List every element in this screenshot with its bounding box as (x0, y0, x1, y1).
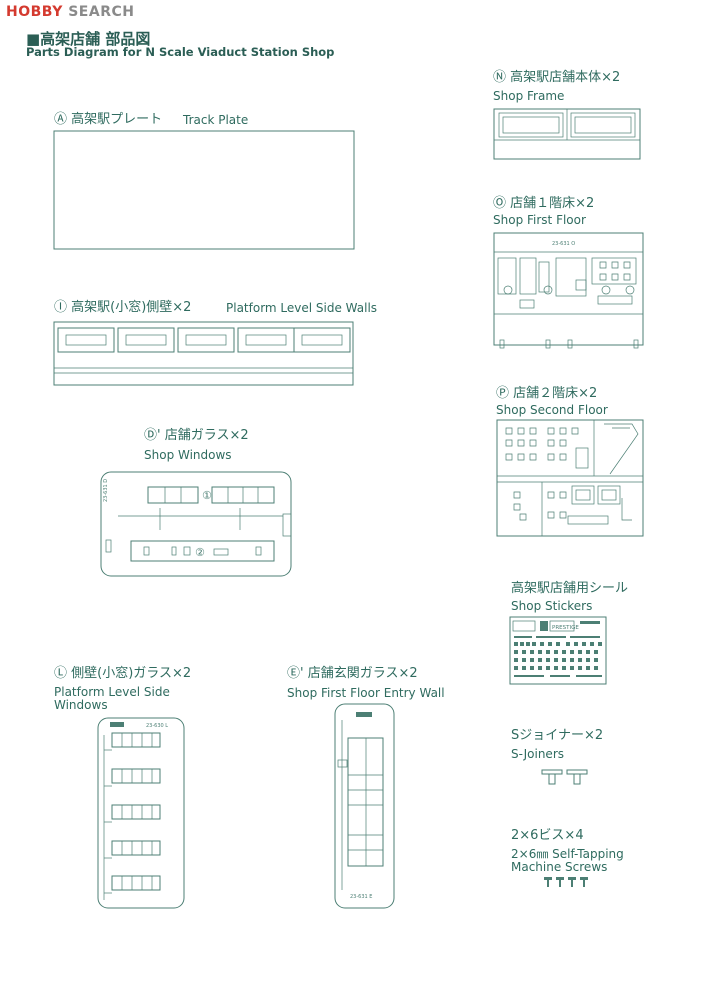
stickers-label-en: Shop Stickers (511, 599, 593, 613)
track-plate-label-en: Track Plate (183, 113, 249, 127)
first-floor-code: 23-631 O (552, 241, 575, 247)
hobby-search-logo: HOBBY SEARCH (6, 4, 135, 20)
s-joiners-label-en: S-Joiners (511, 747, 565, 761)
screws-label-en-2: Machine Screws (511, 860, 608, 874)
screws-label-en-1: 2×6㎜ Self-Tapping (511, 847, 624, 861)
side-windows-drawing: 23-630 L (97, 717, 185, 909)
stickers-label-jp: 高架駅店舗用シール (511, 581, 629, 596)
entry-wall-label-jp: Ⓔ' 店舗玄関ガラス×2 (287, 666, 418, 681)
shop-windows-drawing: 23-631 D ① ② (100, 471, 292, 577)
s-joiners-label-jp: Sジョイナー×2 (511, 728, 604, 743)
shop-windows-label-jp: Ⓓ' 店舗ガラス×2 (144, 428, 249, 443)
shop-frame-label-en: Shop Frame (493, 89, 565, 103)
second-floor-label-jp: Ⓟ 店舗２階床×2 (496, 386, 598, 401)
shop-frame-drawing (493, 108, 641, 160)
shop-windows-label-en: Shop Windows (144, 448, 232, 462)
side-walls-drawing (53, 321, 354, 386)
page-subtitle: Parts Diagram for N Scale Viaduct Statio… (26, 45, 335, 59)
shop-windows-number-1: ① (202, 489, 212, 502)
side-walls-label-en: Platform Level Side Walls (226, 301, 378, 315)
side-wall-windows (57, 327, 351, 353)
stickers-drawing: PRESTIGE (509, 616, 607, 685)
second-floor-label-en: Shop Second Floor (496, 403, 608, 417)
side-window-strips (111, 732, 161, 891)
track-plate-label-jp: Ⓐ 高架駅プレート (54, 112, 163, 127)
first-floor-label-jp: Ⓞ 店舗１階床×2 (493, 196, 595, 211)
side-windows-label-jp: Ⓛ 側壁(小窓)ガラス×2 (54, 666, 192, 681)
side-windows-code: 23-630 L (146, 723, 168, 729)
entry-wall-code: 23-631 E (350, 894, 372, 900)
entry-wall-drawing: 23-631 E (334, 703, 395, 909)
entry-wall-label-en: Shop First Floor Entry Wall (287, 686, 445, 700)
sticker-sign-text: PRESTIGE (552, 625, 579, 631)
first-floor-drawing: 23-631 O (493, 232, 644, 349)
side-walls-label-jp: Ⓘ 高架駅(小窓)側壁×2 (54, 300, 192, 315)
s-joiners-drawing (541, 769, 588, 785)
page-title: ■高架店舗 部品図 (26, 30, 151, 48)
first-floor-label-en: Shop First Floor (493, 213, 586, 227)
track-plate-drawing (53, 130, 355, 250)
screws-drawing (544, 877, 588, 887)
shop-frame-label-jp: Ⓝ 高架駅店舗本体×2 (493, 70, 621, 85)
screws-label-jp: 2×6ビス×4 (511, 828, 584, 843)
second-floor-drawing (496, 419, 644, 537)
shop-windows-code: 23-631 D (103, 479, 109, 502)
side-windows-label-en-2: Windows (54, 698, 108, 712)
shop-windows-number-2: ② (195, 546, 205, 559)
side-windows-label-en-1: Platform Level Side (54, 685, 170, 699)
